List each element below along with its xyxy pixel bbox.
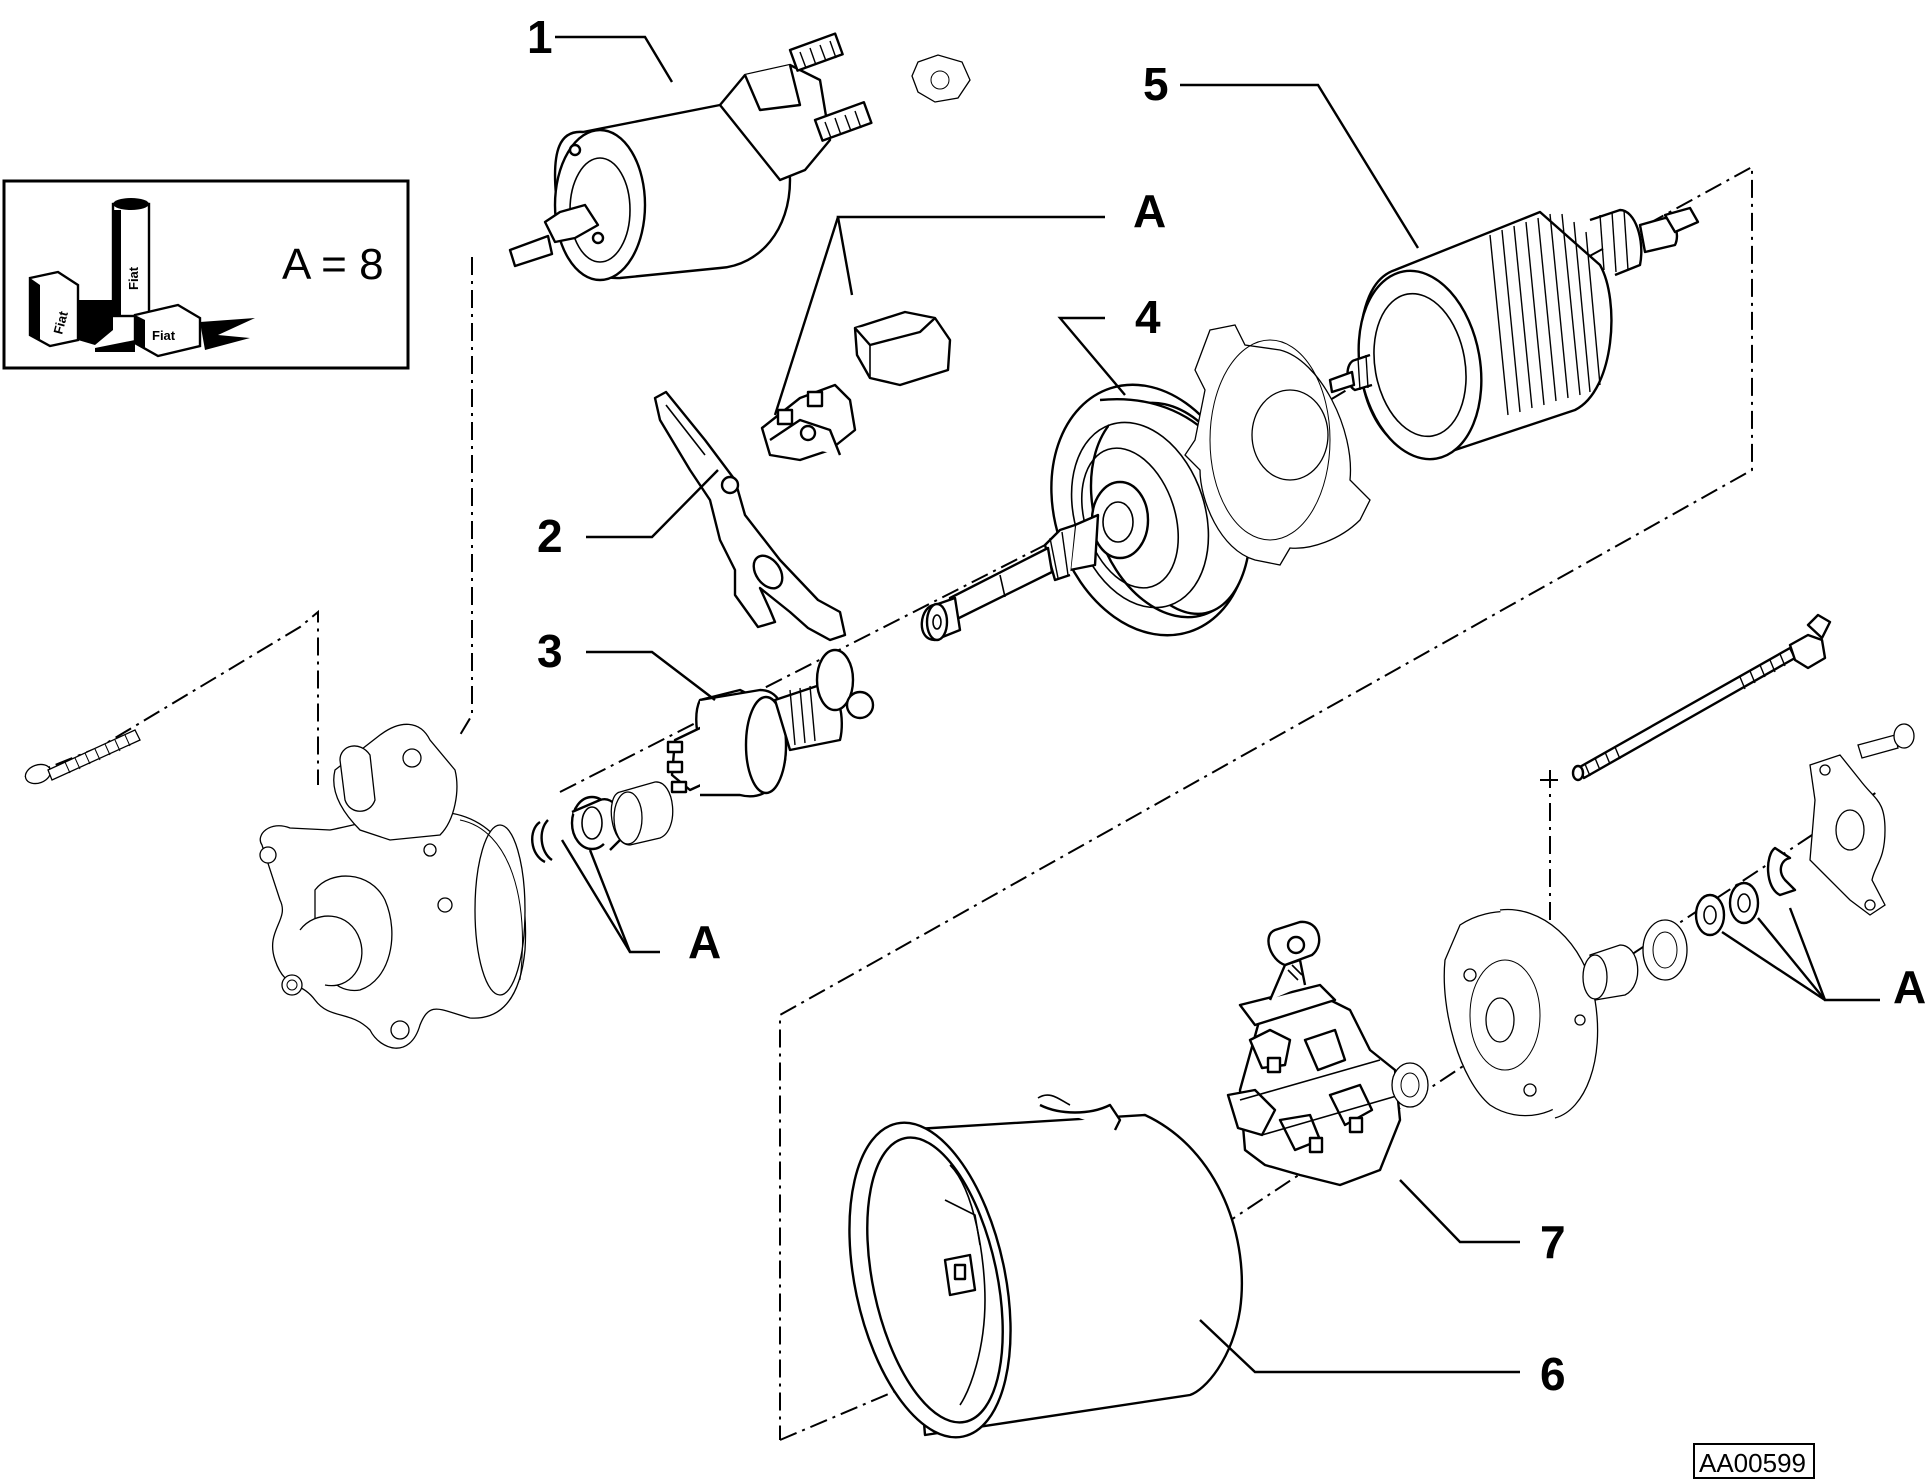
drive-end-housing xyxy=(259,723,527,1049)
brush-spring xyxy=(1238,920,1337,1027)
brush-cover-plate xyxy=(1184,324,1371,566)
commutator-end-washer xyxy=(1391,1062,1429,1108)
callout-1: 1 xyxy=(527,11,553,63)
grease-can-icon: Fiat xyxy=(28,270,80,348)
grease-tube-icon: Fiat xyxy=(111,198,151,318)
commutator-end-cover xyxy=(1443,908,1599,1119)
thrust-washer xyxy=(1694,893,1726,937)
housing-screw xyxy=(24,729,141,785)
end-cap xyxy=(1809,754,1886,916)
drive-pinion xyxy=(666,648,875,798)
tie-rod xyxy=(1571,613,1832,782)
armature xyxy=(1328,206,1700,461)
field-frame-yoke xyxy=(848,1094,1244,1439)
hex-nut xyxy=(911,54,971,103)
carbon-brush xyxy=(853,310,952,387)
legend-brand-label: Fiat xyxy=(126,266,141,290)
solenoid-switch xyxy=(508,32,873,282)
drawing-code-box: AA00599 xyxy=(1693,1443,1815,1479)
callout-a-right: A xyxy=(1893,961,1926,1013)
thrust-washer xyxy=(1728,881,1760,925)
callout-5: 5 xyxy=(1143,58,1169,110)
end-cap-screw xyxy=(1857,723,1915,759)
shift-fork-lever xyxy=(653,390,847,642)
leader-lines xyxy=(555,35,1880,1374)
callout-2: 2 xyxy=(537,510,563,562)
lubricant-legend-box: Fiat Fiat Fiat A = 8 xyxy=(2,179,410,370)
legend-quantity-label: A = 8 xyxy=(282,240,384,289)
bushing xyxy=(610,781,674,846)
snap-ring xyxy=(531,819,553,864)
brush-holder-plate xyxy=(1226,988,1402,1187)
callout-3: 3 xyxy=(537,625,563,677)
commutator-end-bushing xyxy=(1582,944,1639,1001)
grease-can-icon: Fiat xyxy=(133,303,202,358)
retaining-clip xyxy=(1766,846,1797,897)
legend-brand-label: Fiat xyxy=(50,309,71,336)
callout-a-left: A xyxy=(688,916,721,968)
callout-a-top: A xyxy=(1133,185,1166,237)
spacer-ring xyxy=(1642,919,1688,981)
callout-7: 7 xyxy=(1540,1216,1566,1268)
callout-6: 6 xyxy=(1540,1348,1566,1400)
callout-4: 4 xyxy=(1135,291,1161,343)
brush-holder-clip xyxy=(760,383,857,462)
drawing-code: AA00599 xyxy=(1699,1448,1806,1478)
legend-brand-label: Fiat xyxy=(152,328,176,343)
